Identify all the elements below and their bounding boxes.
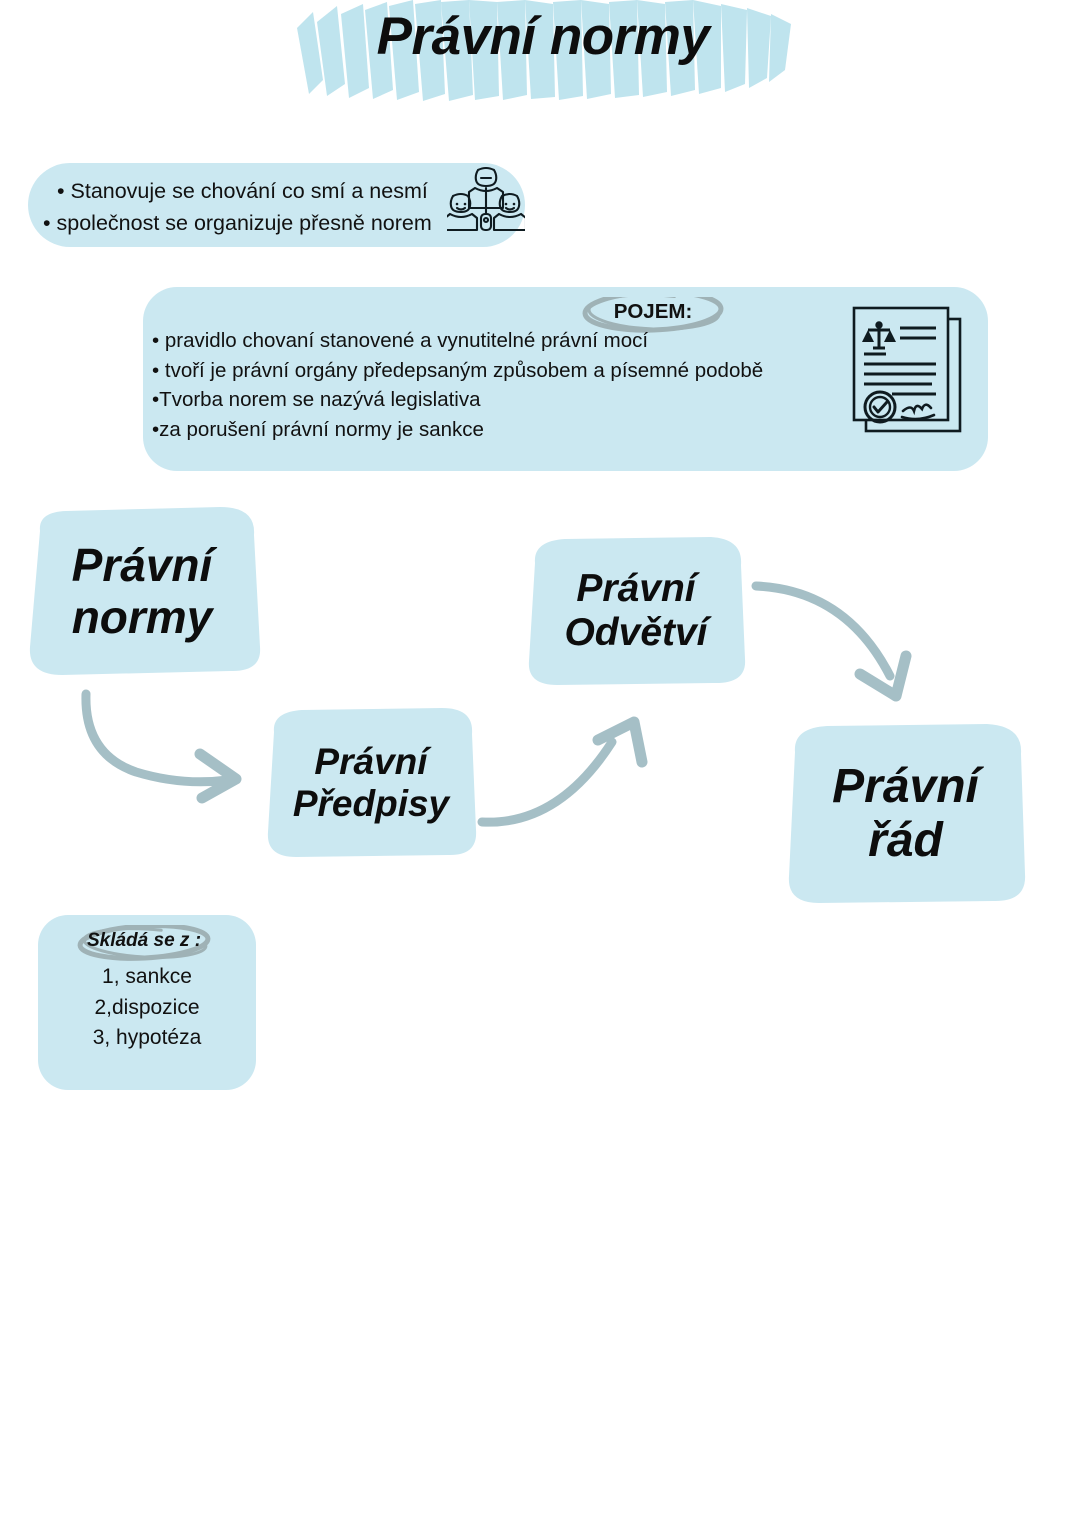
flow-node-pravni-predpisy[interactable]: Právní Předpisy <box>262 706 480 859</box>
blob-shape-icon <box>29 507 261 675</box>
sklada-se-z-box: Skládá se z : 1, sankce 2,dispozice 3, h… <box>38 915 256 1090</box>
flow-node-label: Právní Předpisy <box>292 741 450 824</box>
list-item: • společnost se organizuje přesně norem <box>43 211 432 235</box>
legal-document-icon <box>852 306 962 433</box>
arrow-odvetvi-to-rad-icon <box>751 581 912 702</box>
flow-node-pravni-odvetvi[interactable]: Právní Odvětví <box>521 535 751 687</box>
list-item: 2,dispozice <box>94 995 200 1019</box>
list-item: • pravidlo chovaní stanovené a vynutitel… <box>152 329 649 352</box>
blob-shape-icon <box>528 537 746 685</box>
blob-shape-icon <box>267 708 477 857</box>
flow-node-pravni-rad[interactable]: Právní řád <box>779 722 1032 906</box>
flow-node-label: Právní Odvětví <box>564 567 708 654</box>
list-item: •Tvorba norem se nazývá legislativa <box>152 388 481 411</box>
flow-node-label: Právní normy <box>71 538 213 643</box>
arrow-predpisy-to-odvetvi-icon <box>477 716 648 827</box>
intro-bullet-list: • Stanovuje se chování co smí a nesmí • … <box>43 175 432 239</box>
sklada-item-list: 1, sankce 2,dispozice 3, hypotéza <box>38 962 256 1054</box>
brush-highlight-icon <box>297 0 791 101</box>
intro-box: • Stanovuje se chování co smí a nesmí • … <box>28 163 525 247</box>
flow-node-pravni-normy[interactable]: Právní normy <box>18 505 266 678</box>
flow-node-label: Právní řád <box>832 760 979 867</box>
list-item: • Stanovuje se chování co smí a nesmí <box>57 179 428 203</box>
pojem-bullet-list: • pravidlo chovaní stanovené a vynutitel… <box>152 326 763 444</box>
list-item: 3, hypotéza <box>92 1026 202 1049</box>
list-item: •za porušení právní normy je sankce <box>152 417 484 441</box>
society-group-icon <box>447 166 525 232</box>
page-title: Právní normy <box>283 0 803 105</box>
arrow-normy-to-predpisy-icon <box>81 689 242 804</box>
page-title-text: Právní normy <box>376 7 710 66</box>
sklada-heading-group: Skládá se z : <box>64 925 224 961</box>
pojem-box: POJEM: • pravidlo chovaní stanovené a vy… <box>143 287 988 471</box>
list-item: • tvoří je právní orgány předepsaným způ… <box>152 358 764 382</box>
pojem-heading-text: POJEM: <box>613 300 693 323</box>
sklada-heading-text: Skládá se z : <box>86 930 202 951</box>
list-item: 1, sankce <box>102 965 192 988</box>
blob-shape-icon <box>788 724 1026 903</box>
